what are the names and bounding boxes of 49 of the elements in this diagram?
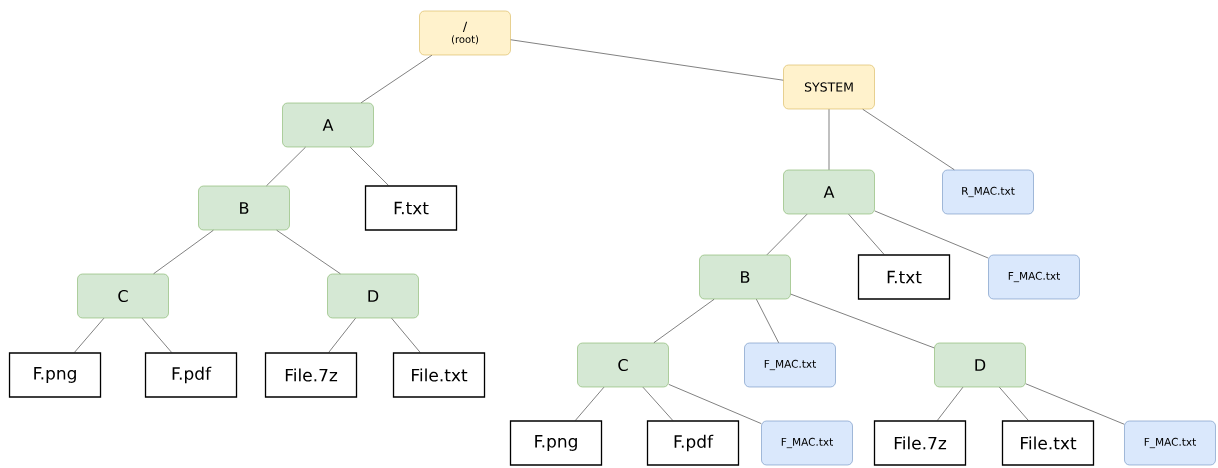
folder-box: B	[198, 185, 290, 231]
connector-line	[999, 387, 1029, 421]
file-box: F.pdf	[144, 352, 238, 398]
connector-line	[360, 55, 433, 103]
root-folder-box: SYSTEM	[783, 64, 875, 110]
file-box: F.pdf	[646, 420, 740, 466]
folder-box: C	[77, 273, 169, 319]
connector-line	[350, 147, 389, 186]
connector-line	[391, 318, 421, 353]
folder-box: C	[577, 342, 669, 388]
connector-line	[668, 384, 762, 424]
file-box: File.7z	[873, 420, 967, 466]
mac-file-box: F_MAC.txt	[988, 254, 1080, 300]
mac-file-box: R_MAC.txt	[942, 169, 1034, 215]
connector-line	[756, 299, 779, 343]
connector-line	[153, 230, 214, 274]
file-box: F.txt	[364, 185, 458, 231]
connector-line	[74, 318, 105, 353]
mac-file-box: F_MAC.txt	[1124, 420, 1216, 466]
folder-box: D	[327, 273, 419, 319]
root-folder-box: / (root)	[419, 10, 511, 56]
connector-line	[937, 387, 964, 421]
connector-line	[141, 318, 172, 353]
mac-file-box: F_MAC.txt	[744, 342, 836, 388]
connector-line	[510, 39, 784, 81]
file-box: F.png	[8, 352, 102, 398]
connector-line	[328, 318, 356, 353]
connector-line	[874, 210, 989, 259]
file-box: File.txt	[1001, 420, 1095, 466]
connector-line	[862, 109, 955, 170]
mac-file-box: F_MAC.txt	[761, 420, 853, 466]
file-box: F.png	[509, 420, 603, 466]
folder-box: A	[282, 102, 374, 148]
file-box: F.txt	[857, 254, 951, 300]
connector-line	[266, 147, 306, 186]
connector-line	[653, 299, 715, 343]
connector-line	[828, 109, 830, 170]
folder-box: D	[934, 342, 1026, 388]
connector-line	[766, 214, 808, 255]
file-box: File.txt	[392, 352, 486, 398]
connector-line	[575, 387, 605, 421]
connector-line	[642, 387, 673, 421]
connector-line	[1025, 383, 1125, 425]
file-box: File.7z	[264, 352, 358, 398]
connector-line	[848, 214, 885, 255]
folder-box: B	[699, 254, 791, 300]
connector-line	[276, 230, 341, 274]
folder-box: A	[783, 169, 875, 215]
connector-line	[790, 293, 935, 349]
